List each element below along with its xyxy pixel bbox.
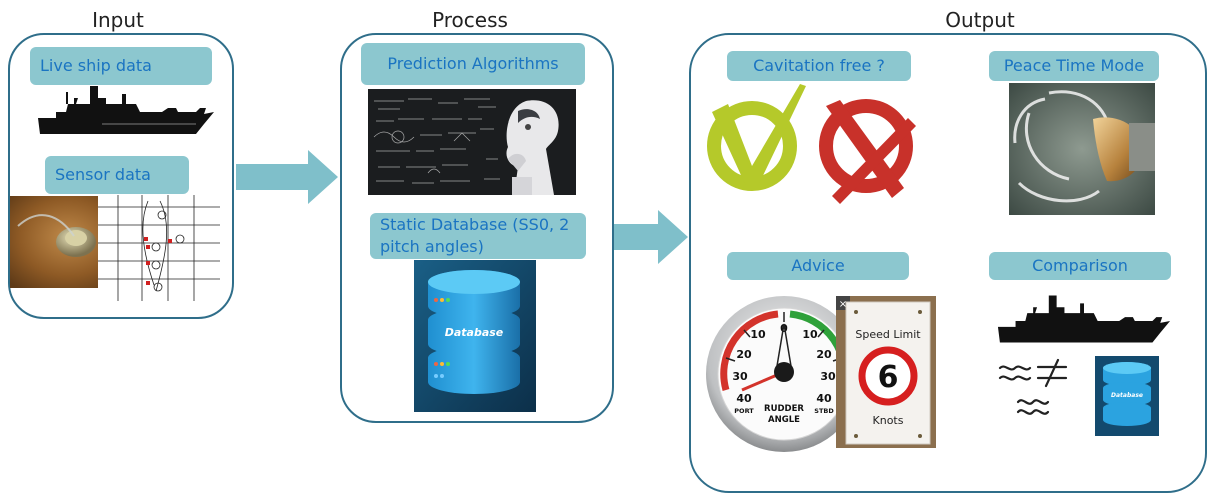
cavitation-free-label: Cavitation free ? <box>727 51 911 81</box>
sign-title: Speed Limit <box>855 328 921 341</box>
gauge-title-line2: ANGLE <box>768 415 800 425</box>
database-word: Database <box>445 326 504 339</box>
gauge-title-line1: RUDDER <box>764 404 804 414</box>
check-icon <box>706 82 808 194</box>
sign-unit: Knots <box>873 414 904 427</box>
sign-value: 6 <box>878 360 899 395</box>
input-heading: Input <box>92 8 144 32</box>
ai-robot-image <box>368 89 576 195</box>
gauge-tick-right-40: 40 <box>816 392 832 405</box>
comparison-database-word: Database <box>1111 392 1143 399</box>
ship-silhouette-icon <box>36 84 216 138</box>
approx-equal-icon <box>1014 392 1050 422</box>
comparison-label: Comparison <box>989 252 1171 280</box>
arrow-input-to-process <box>236 150 340 204</box>
prediction-algorithms-label: Prediction Algorithms <box>361 43 585 85</box>
comparison-database-image: Database <box>1095 356 1159 436</box>
sensor-data-label: Sensor data <box>45 156 189 194</box>
not-equal-icon <box>996 358 1070 388</box>
comparison-ship-silhouette-icon <box>996 292 1172 348</box>
database-image: Database <box>414 260 536 412</box>
peace-time-mode-label: Peace Time Mode <box>989 51 1159 81</box>
gauge-tick-left-10: 10 <box>750 328 766 341</box>
speed-limit-sign: × Speed Limit 6 Knots <box>836 296 936 448</box>
advice-label: Advice <box>727 252 909 280</box>
gauge-tick-right-20: 20 <box>816 348 832 361</box>
gauge-port-label: PORT <box>734 407 754 415</box>
propeller-cavitation-photo <box>1009 83 1155 215</box>
live-ship-data-label: Live ship data <box>30 47 212 85</box>
process-heading: Process <box>432 8 508 32</box>
gauge-tick-left-40: 40 <box>736 392 752 405</box>
gauge-tick-right-30: 30 <box>820 370 836 383</box>
gauge-tick-right-10: 10 <box>802 328 818 341</box>
svg-text:×: × <box>839 299 847 310</box>
rudder-angle-gauge: 0 10 20 30 40 10 20 30 40 PORT STBD RUDD… <box>704 294 864 454</box>
arrow-process-to-output <box>614 210 690 264</box>
gauge-tick-left-30: 30 <box>732 370 748 383</box>
gauge-tick-left-20: 20 <box>736 348 752 361</box>
sensor-schematic <box>98 195 220 301</box>
static-database-label: Static Database (SS0, 2 pitch angles) <box>370 213 586 259</box>
cross-icon <box>812 92 920 204</box>
gauge-stbd-label: STBD <box>814 407 834 415</box>
output-heading: Output <box>945 8 1015 32</box>
